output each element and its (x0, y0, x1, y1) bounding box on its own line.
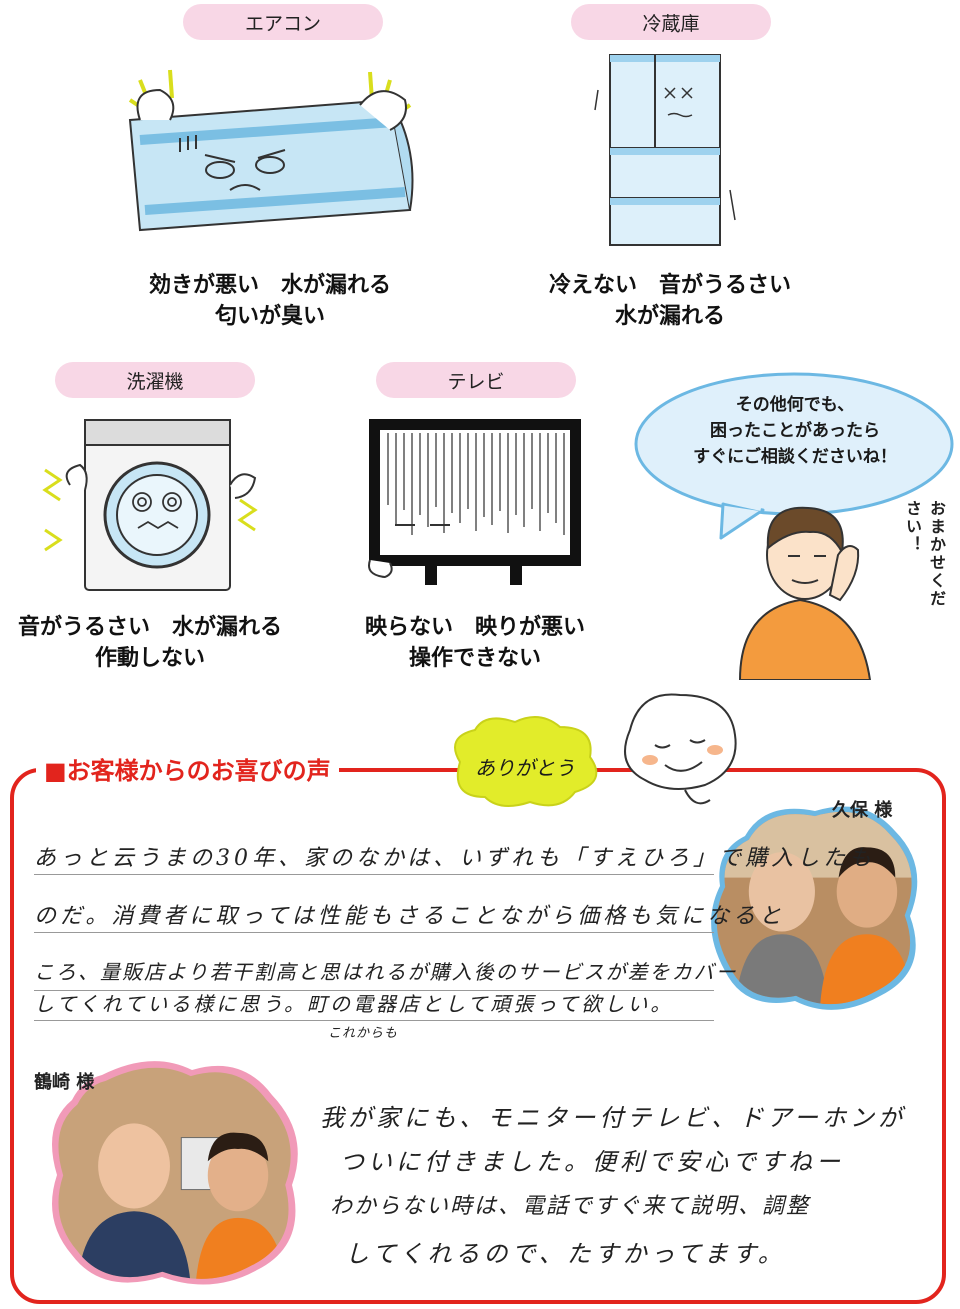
washer-problem-1: 音がうるさい 水が漏れる (17, 615, 282, 640)
washer-problem-2: 作動しない (94, 646, 205, 671)
thanks-bubble (454, 716, 598, 807)
speech-line-1: その他何でも、 (735, 395, 855, 415)
kubo-line-4: してくれている様に思う。町の電器店として頑張って欲しい。 (34, 992, 674, 1016)
aircon-problem-1: 効きが悪い 水が漏れる (148, 273, 391, 298)
kubo-rule-4 (34, 1020, 714, 1021)
label-washer: 洗濯機 (55, 362, 255, 398)
kubo-rule-3 (34, 990, 714, 991)
fridge-problem-1: 冷えない 音がうるさい (548, 273, 791, 298)
tv-problem-2: 操作できない (408, 646, 541, 671)
tsurusaki-line-3: わからない時は、電話ですぐ来て説明、調整 (330, 1194, 811, 1219)
speech-text: その他何でも、 困ったことがあったら すぐにご相談くださいね！ (650, 392, 940, 470)
kubo-line-1: あっと云うまの30年、家のなかは、いずれも「すえひろ」で購入したも (34, 846, 876, 871)
tsurusaki-photo (52, 1061, 298, 1285)
tsurusaki-line-1: 我が家にも、モニター付テレビ、ドアーホンが (320, 1104, 906, 1132)
tv-problem-1: 映らない 映りが悪い (364, 615, 585, 640)
aircon-problem-2: 匂いが臭い (214, 304, 325, 329)
label-tv: テレビ (376, 362, 576, 398)
thanks-text: ありがとう (475, 756, 575, 780)
label-aircon: エアコン (183, 4, 383, 40)
fridge-problem-2: 水が漏れる (614, 304, 725, 329)
washer-illustration (42, 419, 258, 591)
kubo-rule-1 (34, 874, 714, 875)
kubo-insert: これからも (328, 1026, 399, 1041)
kubo-rule-2 (34, 932, 714, 933)
mascot-illustration (624, 693, 737, 805)
kubo-line-2: のだ。消費者に取っては性能もさることながら価格も気になると (34, 904, 786, 929)
kubo-photo (711, 806, 918, 1010)
aircon-illustration (128, 69, 414, 232)
tsurusaki-name: 鶴崎 様 (34, 1072, 95, 1093)
voices-title: ■お客様からのお喜びの声 (36, 755, 339, 787)
tsurusaki-line-4: してくれるので、たすかってます。 (345, 1240, 786, 1268)
washer-problems: 音がうるさい 水が漏れる 作動しない (0, 612, 300, 674)
kubo-line-3: ころ、量販店より若干割高と思はれるが購入後のサービスが差をカバー (34, 960, 738, 984)
aircon-problems: 効きが悪い 水が漏れる 匂いが臭い (110, 270, 430, 332)
label-fridge: 冷蔵庫 (571, 4, 771, 40)
speech-bubble (634, 372, 954, 540)
omakase-text: おまかせください！ (903, 500, 946, 608)
kubo-name: 久保 様 (832, 800, 893, 821)
staff-illustration (738, 506, 872, 680)
fridge-illustration (594, 54, 736, 246)
speech-line-3: すぐにご相談くださいね！ (693, 447, 897, 467)
tsurusaki-line-2: ついに付きました。便利で安心ですねー (340, 1148, 844, 1176)
tv-problems: 映らない 映りが悪い 操作できない (340, 612, 610, 674)
fridge-problems: 冷えない 音がうるさい 水が漏れる (520, 270, 820, 332)
speech-line-2: 困ったことがあったら (710, 421, 880, 441)
tv-illustration (368, 419, 581, 585)
